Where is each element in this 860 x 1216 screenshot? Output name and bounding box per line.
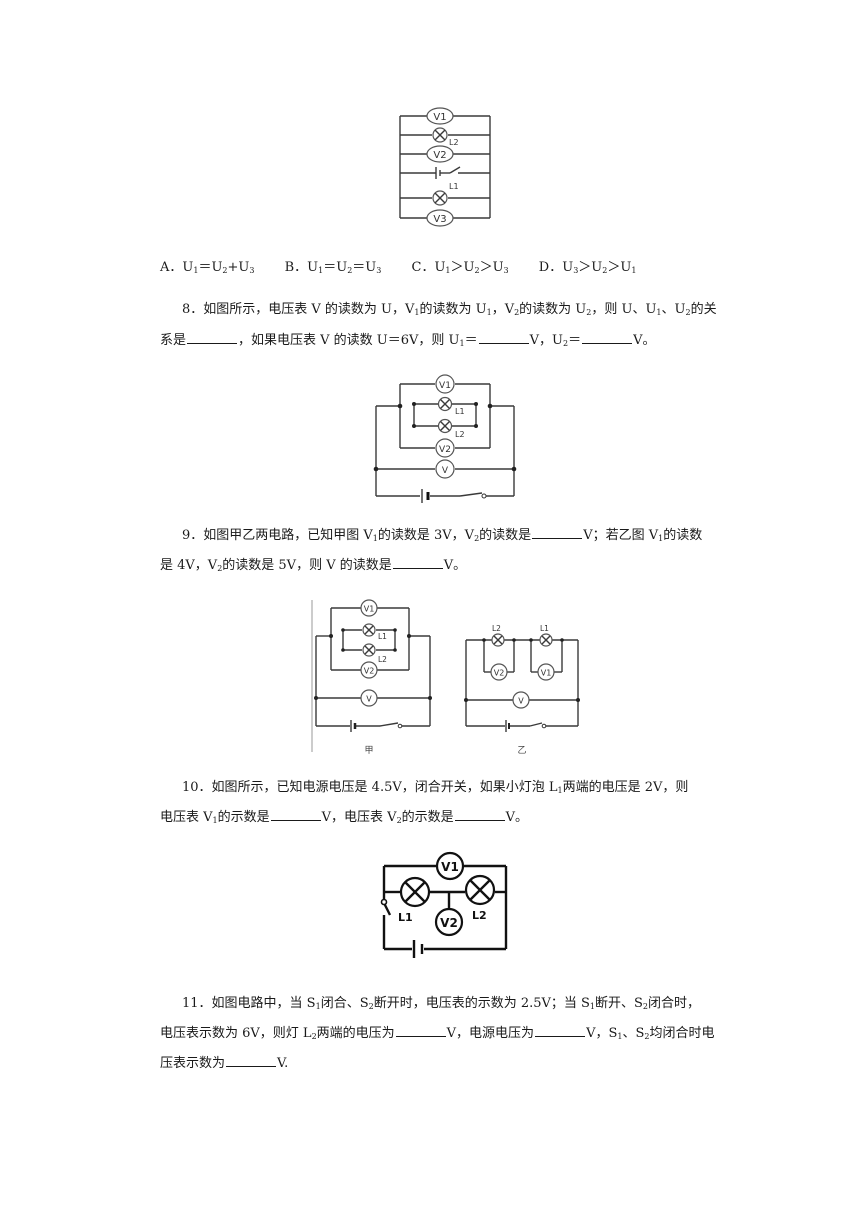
q7-option-b[interactable]: B．U1＝U2＝U3 [284,260,382,275]
q8-junction-dots [373,402,517,472]
q10-wires [382,864,508,951]
q7-lamp-l2: L2 [432,127,459,147]
q7-option-c[interactable]: C．U1＞U2＞U3 [411,260,509,275]
q10-circuit-diagram: V1 L1 L2 V2 [380,851,508,958]
svg-text:V: V [366,695,372,704]
q11-answer-blank-3[interactable] [226,1054,277,1067]
q8-voltmeter-v2: V2 [435,438,455,458]
q7-voltmeter-v3: V3 [426,209,454,227]
q8-circuit-diagram: V1 L1 L2 V2 V [373,374,517,503]
q7-lamp-l1: L1 [432,182,459,206]
svg-text:L1: L1 [398,911,413,924]
q7-option-a[interactable]: A．U1＝U2+U3 [160,260,255,275]
svg-text:L2: L2 [472,909,487,922]
q10-voltmeter-v2: V2 [434,907,464,937]
q7-wires [399,115,491,219]
q10-battery [412,940,424,958]
q10-answer-blank-2[interactable] [454,808,505,821]
svg-text:L1: L1 [455,407,465,416]
q7-options: A．U1＝U2+U3 B．U1＝U2＝U3 C．U1＞U2＞U3 D．U3＞U2… [160,258,662,278]
svg-text:V1: V1 [439,381,451,391]
q8-voltmeter-v1: V1 [435,374,455,394]
q7-voltmeter-v1: V1 [426,107,454,125]
q8-wires [375,383,515,497]
q8-answer-blank-1[interactable] [187,331,238,344]
q7-circuit-diagram: V1 L2 V2 L1 V3 [399,107,491,227]
q7-voltmeter-v2: V2 [426,145,454,163]
svg-text:L2: L2 [449,138,459,147]
q8-answer-blank-2[interactable] [478,331,529,344]
svg-text:L1: L1 [540,624,549,633]
q10-switch [380,898,392,916]
q9-caption-jia: 甲 [364,745,373,756]
svg-text:V2: V2 [364,667,375,676]
svg-text:L2: L2 [378,655,387,664]
q10-lamp-l2: L2 [464,874,496,922]
svg-text:L1: L1 [378,632,387,641]
q9-answer-blank-1[interactable] [532,526,583,539]
svg-text:V2: V2 [433,150,446,161]
q10-voltmeter-v1: V1 [435,851,465,881]
q9-circuit-diagrams: V1 L1 L2 V2 V 甲 L2 [311,599,580,756]
svg-text:V3: V3 [433,214,446,225]
svg-text:V1: V1 [541,669,552,678]
q11-text-line-1: 11．如图电路中，当 S1闭合、S2断开时，电压表的示数为 2.5V；当 S1断… [182,996,701,1011]
svg-text:V: V [518,697,524,706]
q9-circuit-jia: V1 L1 L2 V2 V 甲 [311,599,432,756]
svg-text:V2: V2 [439,445,451,455]
q7-battery-switch [435,166,461,179]
svg-text:L2: L2 [455,430,465,439]
svg-text:L2: L2 [492,624,501,633]
svg-text:V2: V2 [494,669,505,678]
q7-option-d[interactable]: D．U3＞U2＞U1 [538,260,637,275]
svg-text:V1: V1 [441,860,459,874]
q9-answer-blank-2[interactable] [392,556,443,569]
svg-text:V2: V2 [440,916,458,930]
svg-text:V1: V1 [433,112,446,123]
svg-text:V: V [442,466,449,476]
q8-lamp-l2: L2 [437,418,465,439]
q10-text-line-1: 10．如图所示，已知电源电压是 4.5V，闭合开关，如果小灯泡 L1两端的电压是… [182,780,689,795]
q9-circuit-yi: L2 L1 V2 V1 V 乙 [464,624,580,756]
q8-switch [481,493,487,499]
q8-battery [421,489,430,503]
q9-caption-yi: 乙 [517,745,526,756]
q8-voltmeter-v: V [435,459,455,479]
q8-text-line-1: 8．如图所示，电压表 V 的读数为 U，V1的读数为 U1，V2的读数为 U2，… [182,302,717,317]
q10-answer-blank-1[interactable] [270,808,321,821]
svg-text:V1: V1 [364,605,375,614]
q8-lamp-l1: L1 [437,396,465,416]
svg-text:L1: L1 [449,182,459,191]
q8-text-line-2: 系是，如果电压表 V 的读数 U＝6V，则 U1＝V，U2＝V。 [160,331,656,348]
q11-answer-blank-1[interactable] [395,1024,446,1037]
q10-lamp-l1: L1 [398,876,431,924]
q11-answer-blank-2[interactable] [535,1024,586,1037]
q8-answer-blank-3[interactable] [582,331,633,344]
